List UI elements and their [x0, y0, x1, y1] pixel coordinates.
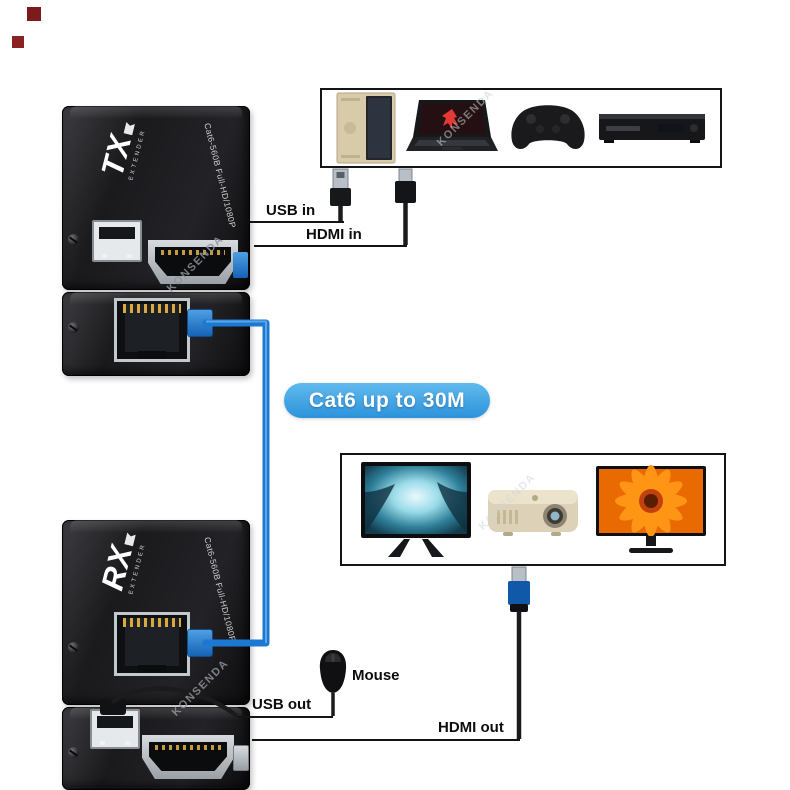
hdmi-in-label: HDMI in	[306, 226, 362, 243]
hdmi-connector-blue	[233, 252, 248, 278]
flag-icon	[123, 122, 135, 136]
usb-plug-metal	[332, 168, 349, 190]
screw-icon	[68, 747, 79, 758]
usb-in-label: USB in	[266, 202, 316, 219]
source-devices-box	[320, 88, 722, 168]
hdmi-plug-body	[395, 181, 416, 203]
deco-square-2	[12, 36, 24, 48]
hdmi-out-plug-body	[508, 581, 530, 605]
tx-extender-front: TX EXTENDER Cat6-560B Full-HD/1080P	[62, 106, 250, 290]
usb-plug-black	[100, 699, 126, 715]
hdmi-connector-silver	[233, 745, 249, 771]
screw-icon	[68, 642, 79, 653]
rx-logo: RX EXTENDER	[94, 516, 151, 595]
rx-extender-bottom	[62, 707, 250, 790]
cat6-plug-tx	[188, 310, 212, 336]
tx-logo: TX EXTENDER	[94, 102, 151, 181]
usb-slot	[99, 227, 135, 239]
monitor-icon	[595, 464, 707, 555]
mouse-label: Mouse	[352, 667, 400, 684]
screw-icon	[68, 322, 79, 333]
flag-icon	[124, 533, 136, 547]
cat6-plug-rx	[188, 630, 212, 656]
dvd-player-icon	[598, 108, 706, 148]
pc-tower-icon	[336, 92, 396, 164]
hdmi-out-plug-metal	[511, 566, 527, 583]
rx-extender-front: RX EXTENDER Cat6-560B Full-HD/1080P	[62, 520, 250, 705]
tx-spec-label: Cat6-560B Full-HD/1080P	[202, 122, 239, 230]
hdmi-out-label: HDMI out	[438, 719, 504, 736]
gaming-laptop-icon	[406, 99, 498, 157]
usb-plug-body	[330, 188, 351, 206]
rx-spec-label: Cat6-560B Full-HD/1080P	[202, 536, 239, 644]
hdmi-port	[142, 735, 234, 779]
usb-out-label: USB out	[252, 696, 312, 713]
tv-icon	[360, 461, 472, 559]
game-controller-icon	[508, 103, 588, 153]
deco-square-1	[27, 7, 41, 21]
usb-port	[92, 220, 142, 262]
rj45-port	[114, 612, 190, 676]
hdmi-plug-metal	[398, 168, 413, 183]
screw-icon	[68, 234, 79, 245]
projector-icon	[485, 476, 581, 544]
mouse-icon	[316, 649, 350, 700]
cat6-distance-badge: Cat6 up to 30M	[284, 383, 490, 418]
usb-port	[90, 709, 140, 749]
display-devices-box	[340, 453, 726, 566]
rj45-port	[114, 298, 190, 362]
tx-extender-back	[62, 292, 250, 376]
hdmi-port	[148, 240, 238, 284]
